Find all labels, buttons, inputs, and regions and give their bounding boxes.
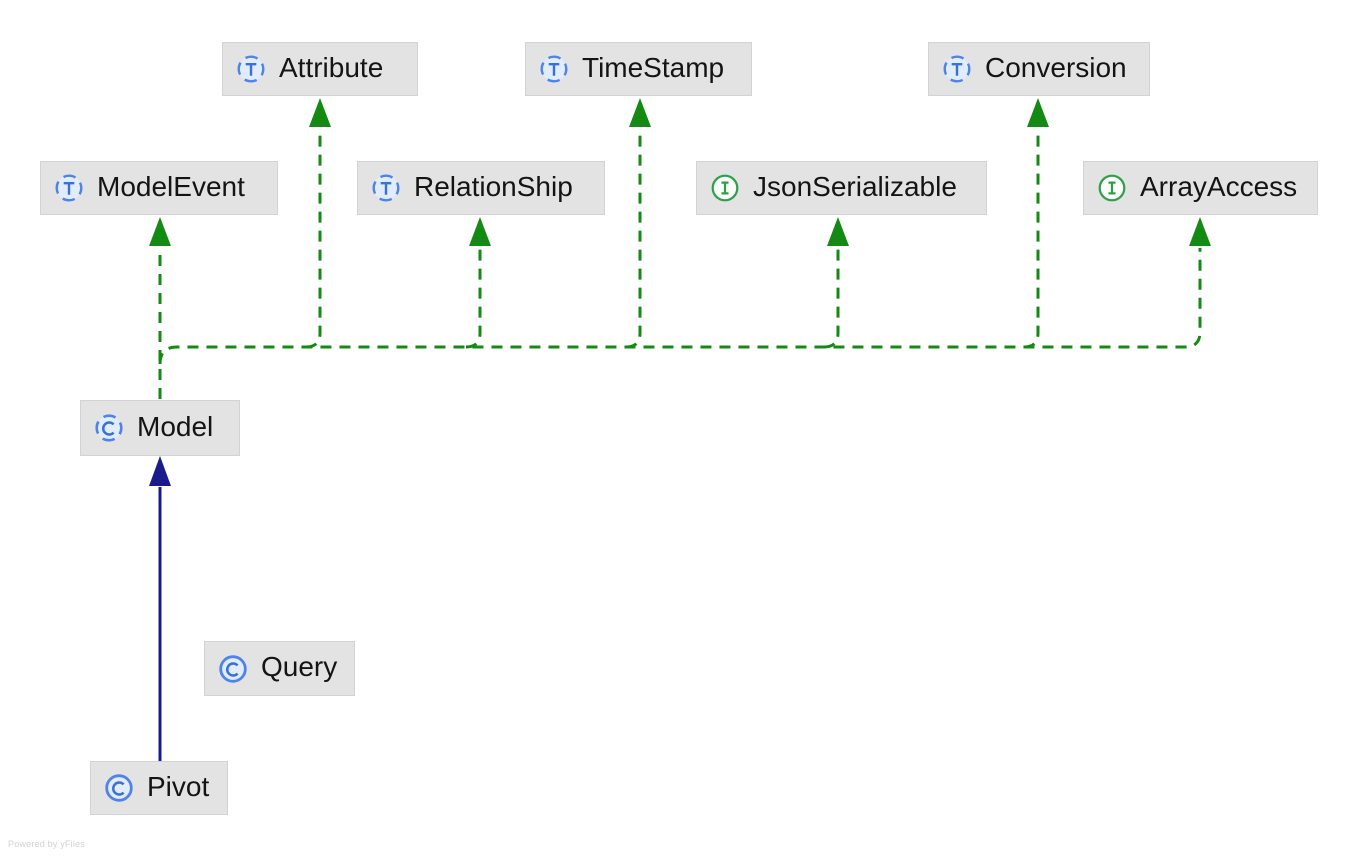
node-label: Model	[137, 413, 213, 444]
node-timestamp[interactable]: TimeStamp	[525, 42, 752, 96]
trait-icon	[371, 173, 401, 203]
arrowhead	[1189, 217, 1211, 246]
arrowhead	[149, 456, 171, 486]
edge-model-arrayaccess[interactable]	[160, 217, 1211, 364]
edge-model-jsonserializable[interactable]	[824, 217, 849, 347]
node-label: RelationShip	[414, 173, 573, 204]
node-conversion[interactable]: Conversion	[928, 42, 1150, 96]
node-modelevent[interactable]: ModelEvent	[40, 161, 278, 215]
node-label: Query	[261, 653, 337, 684]
edge-model-relationship[interactable]	[466, 217, 491, 347]
node-model[interactable]: Model	[80, 400, 240, 456]
trait-icon	[54, 173, 84, 203]
node-jsonserializable[interactable]: JsonSerializable	[696, 161, 987, 215]
node-label: ModelEvent	[97, 173, 245, 204]
node-arrayaccess[interactable]: ArrayAccess	[1083, 161, 1318, 215]
interface-icon	[710, 173, 740, 203]
arrowhead	[1027, 98, 1049, 127]
node-pivot[interactable]: Pivot	[90, 761, 228, 815]
trait-icon	[236, 54, 266, 84]
class-icon	[218, 654, 248, 684]
node-label: ArrayAccess	[1140, 173, 1297, 204]
edge-model-modelevent[interactable]	[149, 217, 171, 399]
node-label: Attribute	[279, 54, 383, 85]
arrowhead	[309, 98, 331, 127]
arrowhead	[827, 217, 849, 246]
edge-model-attribute[interactable]	[306, 98, 331, 347]
edge-pivot-model[interactable]	[149, 456, 171, 761]
trait-icon	[942, 54, 972, 84]
edge-model-conversion[interactable]	[1024, 98, 1049, 347]
arrowhead	[469, 217, 491, 246]
node-label: TimeStamp	[582, 54, 724, 85]
node-query[interactable]: Query	[204, 641, 355, 696]
node-relationship[interactable]: RelationShip	[357, 161, 605, 215]
node-label: JsonSerializable	[753, 173, 957, 204]
node-label: Pivot	[147, 773, 209, 804]
arrowhead	[629, 98, 651, 127]
yfiles-watermark: Powered by yFiles	[8, 839, 85, 849]
edge-model-timestamp[interactable]	[626, 98, 651, 347]
abstract-class-icon	[94, 413, 124, 443]
node-label: Conversion	[985, 54, 1127, 85]
class-icon	[104, 773, 134, 803]
node-attribute[interactable]: Attribute	[222, 42, 418, 96]
trait-icon	[539, 54, 569, 84]
interface-icon	[1097, 173, 1127, 203]
arrowhead	[149, 217, 171, 246]
